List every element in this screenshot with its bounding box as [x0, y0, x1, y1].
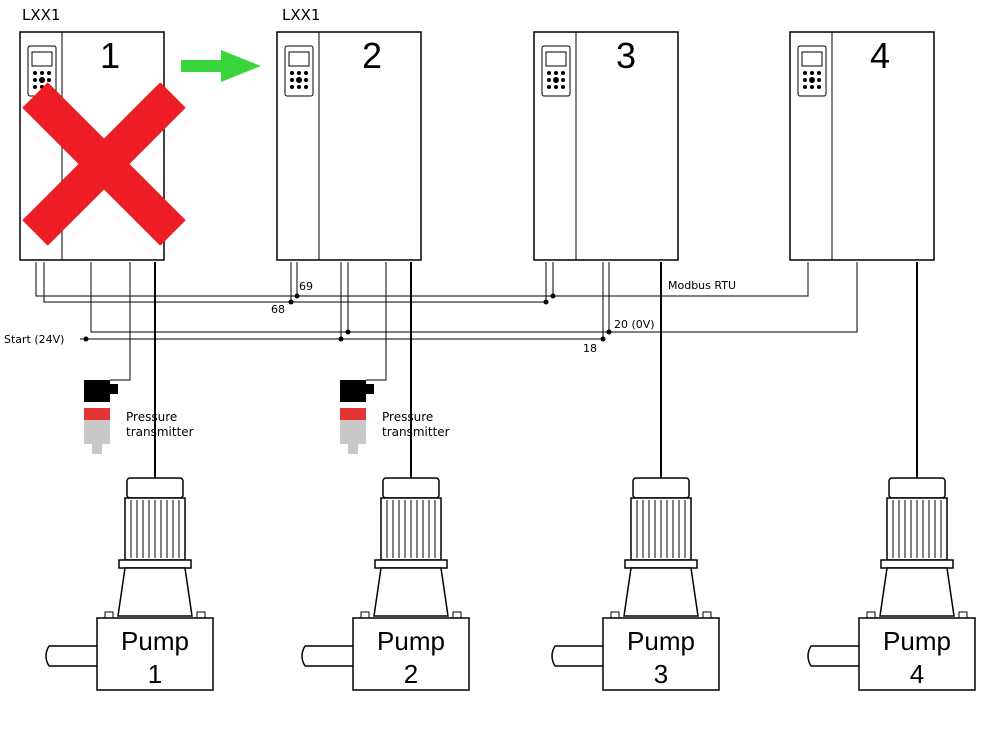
controller-4: 4	[789, 31, 935, 261]
motor-fins	[130, 500, 180, 558]
motor-flange	[880, 559, 954, 569]
transmitter-body	[340, 420, 366, 444]
pump-lantern	[117, 567, 193, 617]
motor-cap	[382, 477, 440, 499]
modbus-bus-line-b	[43, 262, 547, 303]
pump-label-word: Pump	[627, 626, 695, 656]
controller-number: 4	[870, 35, 890, 76]
transmitter-plug	[366, 384, 374, 394]
controller-1-top-label: LXX1	[22, 6, 60, 24]
pump-label-word: Pump	[121, 626, 189, 656]
junction-dot	[345, 329, 351, 335]
motor-fins	[892, 500, 942, 558]
terminal-68-label: 68	[271, 303, 285, 316]
junction-dot	[543, 299, 549, 305]
pump-housing	[602, 617, 720, 691]
transmitter-tip	[348, 444, 358, 454]
pump-housing	[96, 617, 214, 691]
motor-cap	[888, 477, 946, 499]
controller-2-top-label: LXX1	[282, 6, 320, 24]
controller-number: 1	[100, 35, 120, 76]
transfer-arrow-shape	[181, 50, 261, 82]
transmitter-body	[84, 420, 110, 444]
controller-2: 2	[276, 31, 422, 261]
terminal-69-label: 69	[299, 280, 313, 293]
motor-cap	[126, 477, 184, 499]
transmitter-1-label-line2: transmitter	[126, 425, 194, 439]
pump-lantern	[879, 567, 955, 617]
wiring	[35, 262, 918, 480]
display-icon	[31, 51, 53, 67]
controller-3: 3	[533, 31, 679, 261]
motor-cap	[632, 477, 690, 499]
keypad-buttons-icon	[547, 71, 565, 89]
pump-lantern	[373, 567, 449, 617]
display-icon	[801, 51, 823, 67]
pressure-transmitter-2	[340, 380, 374, 454]
modbus-bus-line	[35, 262, 809, 297]
pressure-transmitter-1	[84, 380, 118, 454]
inlet-pipe-end	[807, 645, 812, 667]
transmitter-connector	[84, 380, 110, 402]
terminal-20-label: 20 (0V)	[614, 318, 655, 331]
junction-dot	[83, 336, 89, 342]
junction-dot	[550, 293, 556, 299]
pump-label-number: 3	[654, 659, 668, 689]
junction-dot	[600, 336, 606, 342]
motor-fins	[636, 500, 686, 558]
pump-label-word: Pump	[883, 626, 951, 656]
pump-label-number: 1	[148, 659, 162, 689]
keypad-buttons-icon	[290, 71, 308, 89]
failure-x-stroke	[22, 82, 186, 246]
pump-lantern	[623, 567, 699, 617]
keypad-buttons-icon	[803, 71, 821, 89]
pump-label-number: 2	[404, 659, 418, 689]
terminal-18-label: 18	[583, 342, 597, 355]
motor-flange	[624, 559, 698, 569]
pump-housing	[352, 617, 470, 691]
inlet-pipe-end	[301, 645, 306, 667]
pump-label-word: Pump	[377, 626, 445, 656]
transmitter-2-line	[366, 262, 387, 381]
failure-x-icon	[22, 82, 186, 246]
controller-number: 2	[362, 35, 382, 76]
signal-labels: Modbus RTU Start (24V) 69 68 20 (0V) 18	[4, 279, 736, 355]
modbus-label: Modbus RTU	[668, 279, 736, 292]
transmitter-1-line	[110, 262, 131, 381]
transmitter-2-label-line2: transmitter	[382, 425, 450, 439]
inlet-pipe-end	[551, 645, 556, 667]
junction-dot	[288, 299, 294, 305]
display-icon	[288, 51, 310, 67]
transmitter-band	[84, 408, 110, 420]
common-0v-line	[90, 262, 858, 333]
junction-dot	[338, 336, 344, 342]
transmitter-1-label-line1: Pressure	[126, 410, 177, 424]
transfer-arrow-icon	[181, 50, 261, 82]
motor-flange	[374, 559, 448, 569]
keypad-buttons-icon	[33, 71, 51, 89]
junction-dots	[83, 293, 612, 342]
transmitter-connector	[340, 380, 366, 402]
display-icon	[545, 51, 567, 67]
motor-fins	[386, 500, 436, 558]
transmitter-band	[340, 408, 366, 420]
transmitter-plug	[110, 384, 118, 394]
pump-housing	[858, 617, 976, 691]
junction-dot	[294, 293, 300, 299]
transmitter-tip	[92, 444, 102, 454]
motor-flange	[118, 559, 192, 569]
junction-dot	[606, 329, 612, 335]
transmitter-2-label-line1: Pressure	[382, 410, 433, 424]
start-label: Start (24V)	[4, 333, 64, 346]
inlet-pipe-end	[45, 645, 50, 667]
pump-label-number: 4	[910, 659, 924, 689]
controller-number: 3	[616, 35, 636, 76]
